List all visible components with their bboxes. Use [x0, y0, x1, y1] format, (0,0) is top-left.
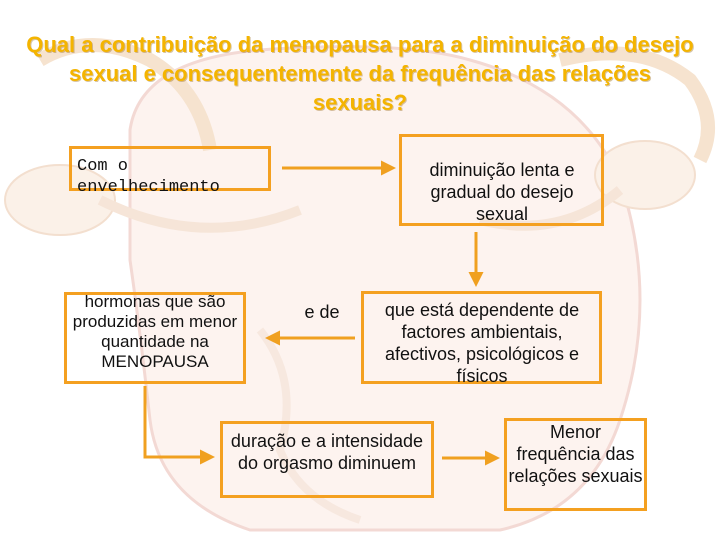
- arrow-hormonas-to-duracao: [143, 386, 215, 465]
- text-diminuicao: diminuição lenta e gradual do desejo sex…: [429, 160, 575, 224]
- text-dependente: que está dependente de factores ambienta…: [384, 300, 580, 386]
- box-dependente: [361, 291, 602, 384]
- text-duracao: duração e a intensidade do orgasmo dimin…: [230, 431, 424, 473]
- text-e-de: e de: [304, 302, 340, 322]
- box-envelhecimento: [69, 146, 271, 191]
- box-frequencia: [504, 418, 647, 511]
- text-envelhecimento: Com o envelhecimento: [77, 157, 220, 197]
- box-hormonas: [64, 292, 246, 384]
- text-frequencia: Menor frequência das relações sexuais: [508, 422, 643, 486]
- page-title: Qual a contribuição da menopausa para a …: [26, 32, 694, 115]
- box-duracao: [220, 421, 434, 498]
- box-diminuicao: [399, 134, 604, 226]
- text-hormonas: hormonas que são produzidas em menor qua…: [72, 292, 238, 371]
